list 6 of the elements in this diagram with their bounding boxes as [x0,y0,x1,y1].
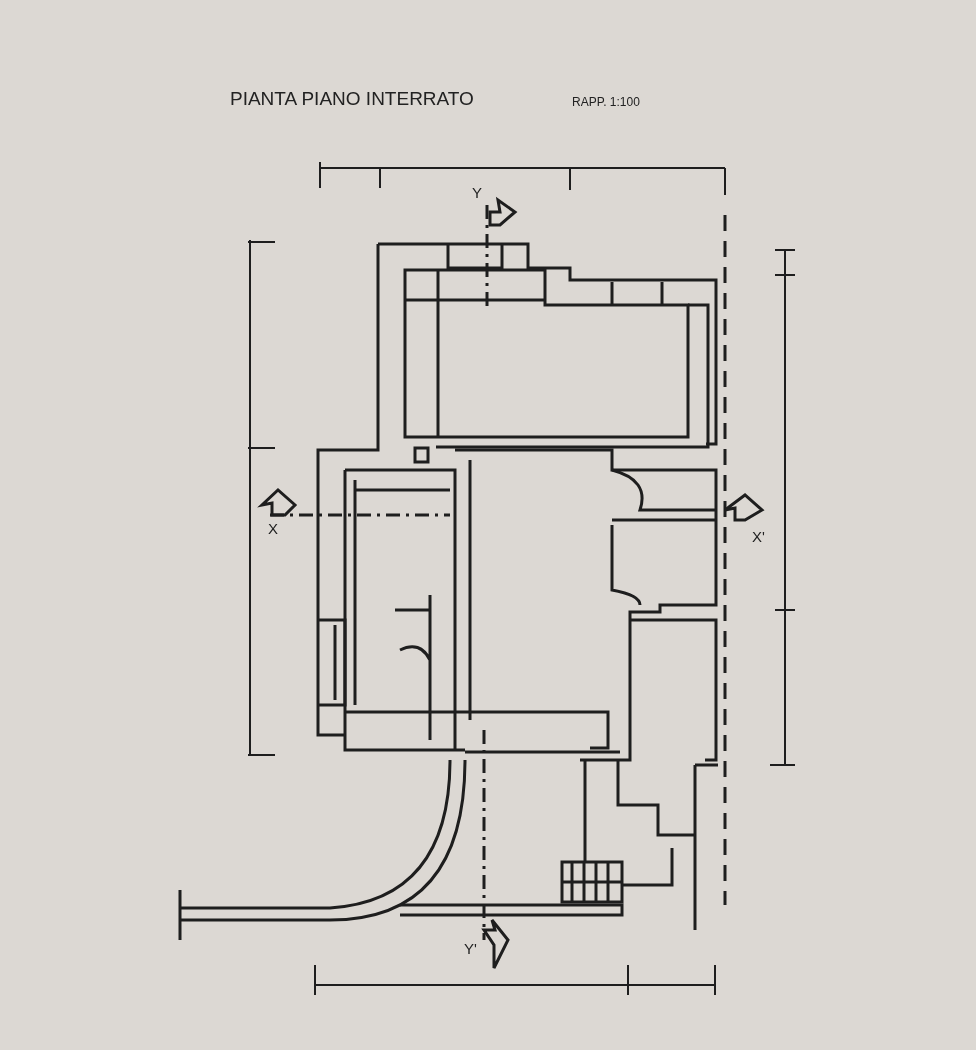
plan-title: PIANTA PIANO INTERRATO [230,88,474,110]
scale-note: RAPP. 1:100 [572,95,640,109]
section-letter: Y [472,184,482,201]
section-letter: Y' [464,940,477,957]
section-letter: X' [752,528,765,545]
section-letter: X [268,520,278,537]
